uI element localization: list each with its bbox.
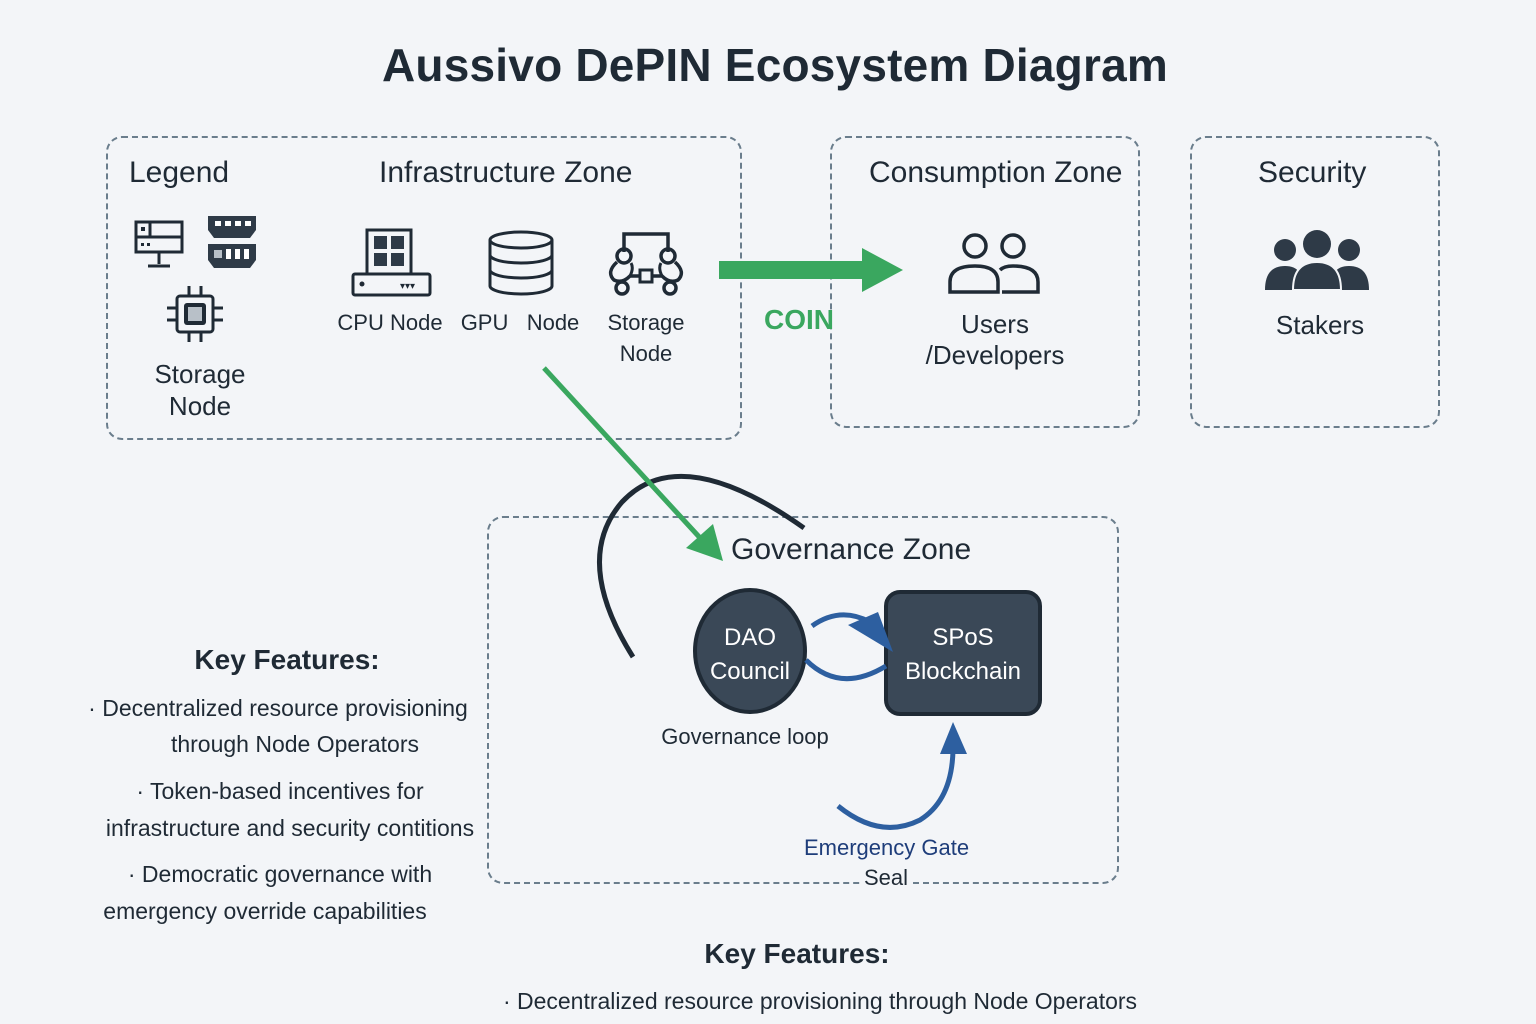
feature-line: · Decentralized resource provisioning bbox=[88, 695, 468, 721]
svg-text:▾▾▾: ▾▾▾ bbox=[400, 281, 415, 292]
coin-label: COIN bbox=[764, 304, 834, 335]
governance-zone-title: Governance Zone bbox=[731, 533, 972, 566]
legend-title: Legend bbox=[129, 156, 230, 189]
users-developers-label: Users /Developers bbox=[925, 309, 1065, 370]
database-icon bbox=[488, 230, 554, 296]
dao-council-label: DAO Council bbox=[709, 624, 791, 685]
cpu-node-label: CPU Node bbox=[337, 310, 443, 335]
feature-line: · Decentralized resource provisioning th… bbox=[502, 988, 1138, 1014]
feature-line: · Democratic governance with bbox=[127, 861, 433, 887]
consumption-zone-box bbox=[830, 136, 1140, 428]
diagram-title: Aussivo DePIN Ecosystem Diagram bbox=[382, 39, 1168, 91]
gpu-node-label: GPU Node bbox=[460, 310, 580, 335]
emergency-gate-arrow bbox=[836, 749, 956, 830]
governance-loop-arrowhead bbox=[848, 612, 893, 652]
feature-line: infrastructure and security contitions bbox=[105, 815, 475, 841]
emergency-gate-arrowhead bbox=[940, 722, 967, 754]
infrastructure-zone-box bbox=[106, 136, 742, 440]
seal-label: Seal bbox=[861, 865, 912, 891]
infrastructure-zone-title: Infrastructure Zone bbox=[379, 156, 633, 189]
server-monitor-icon bbox=[134, 220, 184, 268]
feature-line: emergency override capabilities bbox=[103, 898, 427, 924]
coin-flow-arrow bbox=[719, 248, 903, 292]
consumption-zone-title: Consumption Zone bbox=[869, 156, 1123, 189]
governance-loop-arrow-bottom bbox=[804, 658, 888, 681]
governance-zone-box bbox=[487, 516, 1119, 884]
memory-module-icon bbox=[208, 216, 256, 268]
group-filled-icon bbox=[1265, 230, 1369, 291]
security-zone-box bbox=[1190, 136, 1440, 428]
emergency-gate-label: Emergency Gate bbox=[804, 835, 970, 860]
storage-node-label: Storage Node bbox=[607, 310, 685, 366]
spos-blockchain-node[interactable] bbox=[884, 590, 1042, 716]
governance-loop-label: Governance loop bbox=[661, 724, 829, 749]
feature-line: through Node Operators bbox=[170, 731, 420, 757]
key-features-left-heading: Key Features: bbox=[194, 644, 380, 675]
key-features-bottom-heading: Key Features: bbox=[704, 938, 890, 969]
dao-council-node[interactable] bbox=[693, 588, 807, 714]
infrastructure-to-governance-arrow bbox=[542, 366, 723, 561]
feature-line: · Token-based incentives for bbox=[136, 778, 424, 804]
security-zone-title: Security bbox=[1258, 156, 1367, 189]
governance-outer-arc bbox=[597, 473, 806, 659]
users-outline-icon bbox=[948, 233, 1040, 294]
network-cluster-icon bbox=[608, 232, 684, 296]
stakers-label: Stakers bbox=[1275, 310, 1365, 340]
spos-blockchain-label: SPoS Blockchain bbox=[904, 624, 1022, 685]
chip-icon bbox=[167, 286, 223, 342]
cpu-server-icon: ▾▾▾ bbox=[351, 228, 432, 297]
legend-storage-node-label: Storage Node bbox=[154, 359, 246, 421]
